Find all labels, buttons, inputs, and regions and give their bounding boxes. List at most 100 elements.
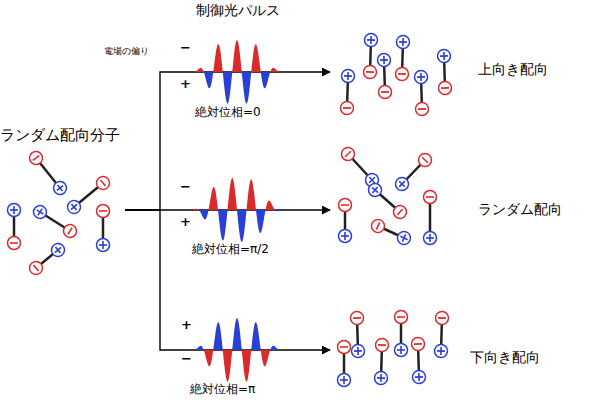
phase-label: 絶対位相=π/2 [192,243,269,256]
negative-charge [375,338,388,351]
dipole-molecule [27,149,69,197]
dipole-molecule [395,35,409,80]
dipole-molecule [31,203,79,240]
pulse-lobe [189,40,285,72]
negative-charge [339,199,352,212]
negative-charge [424,191,437,204]
negative-charge [416,151,434,169]
positive-charge [341,69,354,82]
polarity-sign: + [181,318,192,332]
positive-charge [51,179,69,197]
negative-charge [378,85,391,98]
dipole-molecule [8,204,21,250]
positive-charge [395,344,408,357]
dipole-molecule [377,53,391,98]
negative-charge [97,205,110,218]
positive-charge [339,230,352,243]
pulse-lobe [189,178,285,210]
positive-charge [412,370,425,383]
negative-charge [338,341,351,354]
light-pulse [189,318,285,382]
negative-charge [340,101,353,114]
positive-charge [338,374,351,387]
molecule-group: ランダム配向分子 [0,125,125,275]
dipole-molecule [338,341,351,387]
negative-charge [395,311,408,324]
dipole-molecule [411,337,425,383]
molecule-group: 上向き配向 [330,28,560,118]
positive-charge [31,203,49,221]
negative-charge [391,203,409,221]
dipole-molecule [339,145,381,189]
dipole-molecule [97,205,110,252]
negative-charge [27,149,45,167]
negative-charge [94,174,112,192]
pulse-lobe [189,318,285,350]
dipole-molecule [437,49,451,94]
dipole-molecule [424,191,437,245]
branch-arrow [125,209,330,210]
positive-charge [395,229,412,246]
dipole-molecule [369,217,412,246]
negative-charge [395,67,408,80]
negative-charge [435,311,448,324]
group-heading: ランダム配向分子 [0,127,120,144]
positive-charge [393,175,411,193]
negative-charge [8,237,21,250]
positive-charge [65,198,83,216]
negative-charge [415,102,428,115]
negative-charge [411,337,424,350]
positive-charge [364,33,377,46]
polarity-sign: − [180,41,191,55]
positive-charge [366,181,384,199]
negative-charge [61,222,79,240]
pulse-lobe [189,72,285,104]
positive-charge [49,241,67,259]
negative-charge [350,311,363,324]
phase-label: 絶対位相=π [190,383,255,396]
group-heading: 上向き配向 [478,62,548,77]
dipole-molecule [27,241,67,277]
dipole-molecule [395,311,408,357]
polarity-sign: − [180,180,191,194]
dipole-molecule [339,199,352,243]
positive-charge [8,204,21,217]
light-pulse [189,178,285,242]
negative-charge [339,145,357,163]
dipole-molecule [434,311,448,357]
pulse-lobe [189,350,285,382]
positive-charge [351,344,364,357]
positive-charge [414,70,427,83]
molecule-group: ランダム配向 [330,140,560,250]
dipole-molecule [393,151,434,193]
positive-charge [377,53,390,66]
diagram-title: 制御光パルス [196,3,280,18]
branch-arrow [125,72,330,210]
dipole-molecule [414,70,428,115]
positive-charge [97,239,110,252]
light-pulse [189,40,285,104]
group-heading: ランダム配向 [478,202,562,217]
molecule-group: 下向き配向 [330,292,560,392]
branch-arrow [125,210,330,350]
dipole-molecule [340,69,354,114]
positive-charge [396,35,409,48]
negative-charge [27,259,45,277]
positive-charge [434,344,447,357]
field-bias-label: 電場の偏り [104,47,149,57]
dipole-molecule [350,311,364,357]
dipole-molecule [374,338,388,384]
polarity-sign: − [181,352,192,366]
negative-charge [369,217,386,234]
group-heading: 下向き配向 [470,350,540,365]
dipole-molecule [363,33,377,78]
negative-charge [363,65,376,78]
positive-charge [424,232,437,245]
polarity-sign: + [180,215,191,229]
positive-charge [437,49,450,62]
positive-charge [374,371,387,384]
phase-label: 絶対位相=0 [195,106,261,119]
polarity-sign: + [180,77,191,91]
pulse-lobe [189,210,285,242]
